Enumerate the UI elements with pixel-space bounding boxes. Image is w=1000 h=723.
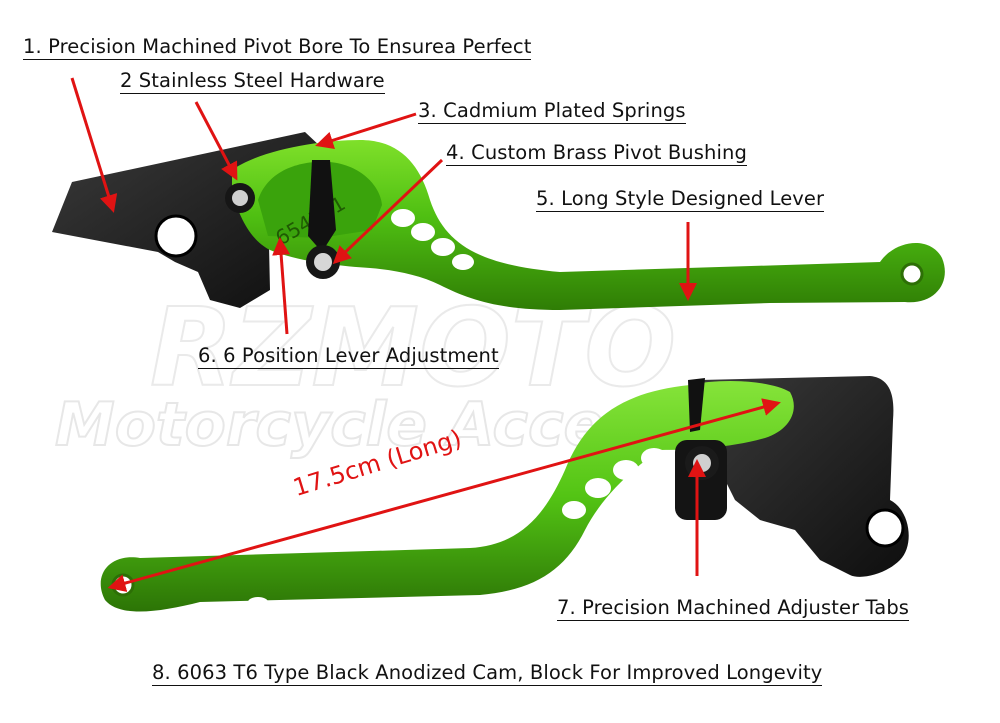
annotation-adjustment: 6. 6 Position Lever Adjustment: [198, 344, 499, 369]
annotation-hardware: 2 Stainless Steel Hardware: [120, 69, 385, 94]
annotation-adjuster-tabs: 7. Precision Machined Adjuster Tabs: [557, 596, 910, 621]
lower-mount-hole: [867, 510, 903, 546]
arrow-6: [272, 237, 291, 335]
annotation-pivot-bore: 1. Precision Machined Pivot Bore To Ensu…: [23, 35, 532, 60]
arrow-4: [332, 158, 444, 265]
arrow-length: [107, 398, 781, 592]
annotation-bushing: 4. Custom Brass Pivot Bushing: [446, 141, 747, 166]
callout-arrows: [70, 77, 781, 592]
upper-lever-holes: [391, 209, 922, 284]
upper-mount-hole: [156, 216, 196, 256]
upper-lever-body: [232, 140, 945, 310]
upper-lever: 654321: [52, 132, 945, 310]
upper-adjuster-tab: [308, 160, 336, 252]
annotation-springs: 3. Cadmium Plated Springs: [418, 99, 686, 124]
arrow-3: [315, 112, 417, 150]
arrow-1: [70, 77, 118, 213]
arrow-2: [194, 101, 238, 181]
annotation-cam-block: 8. 6063 T6 Type Black Anodized Cam, Bloc…: [152, 661, 823, 686]
annotation-lever-style: 5. Long Style Designed Lever: [536, 187, 825, 212]
